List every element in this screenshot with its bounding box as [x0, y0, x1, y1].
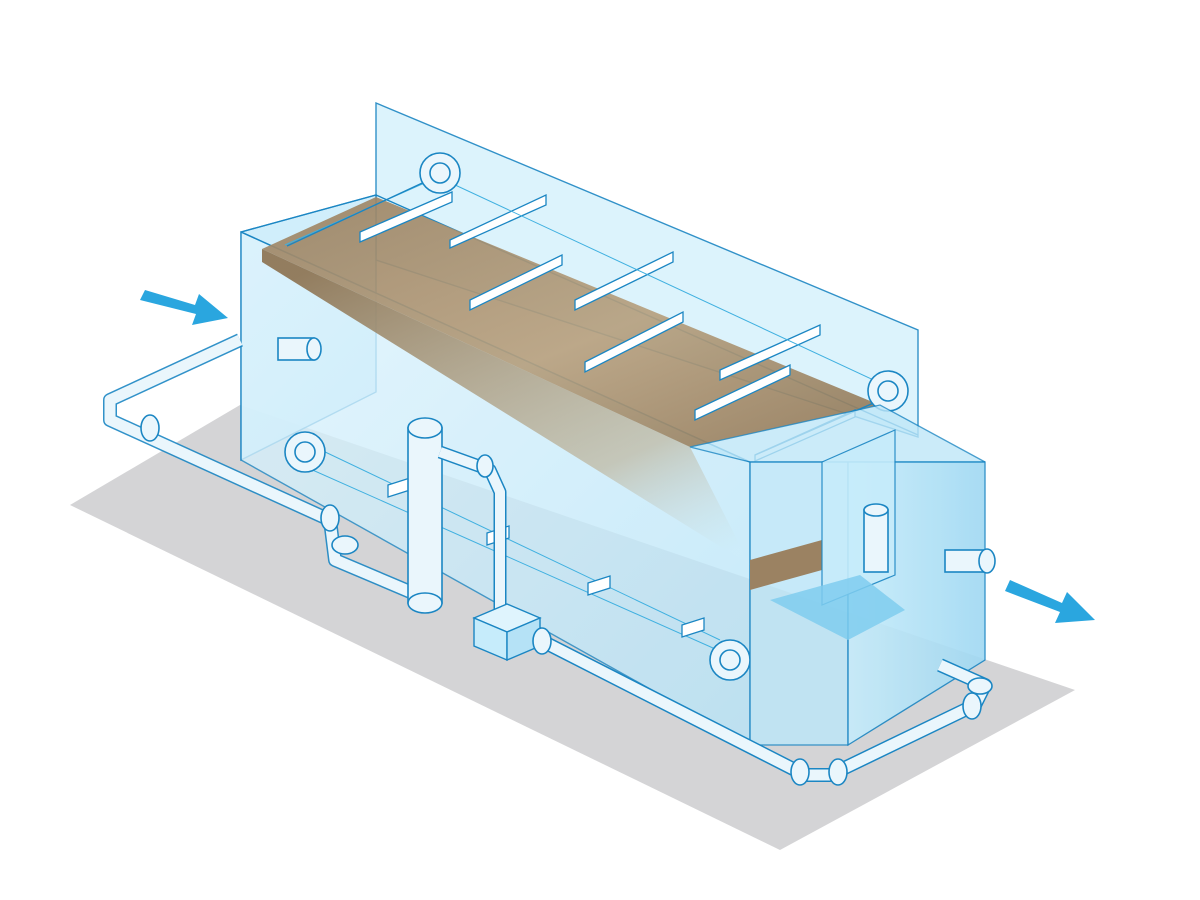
scraper-flight — [574, 250, 674, 312]
inflow-arrow — [140, 290, 228, 325]
outlet-nozzle — [944, 548, 996, 574]
scraper-flight — [694, 363, 791, 422]
sludge-layer-top — [262, 197, 880, 447]
outlet-sump — [770, 575, 905, 640]
scraper-flight — [469, 253, 563, 312]
sludge-wedge — [262, 249, 750, 565]
sludge-hopper — [750, 540, 822, 590]
drive-sprocket — [867, 370, 909, 412]
drive-sprocket — [419, 152, 461, 194]
recycle-pump — [472, 603, 542, 662]
scraper-flight — [359, 191, 453, 243]
air-saturation-vessel — [407, 417, 443, 614]
pipe-flange — [532, 627, 993, 786]
pipe-flange — [140, 414, 359, 555]
pipe-flange — [476, 454, 494, 478]
scraper-flight — [584, 310, 684, 374]
drive-sprocket — [709, 639, 751, 681]
outlet-standpipe — [863, 503, 889, 573]
scraper-flight — [449, 193, 547, 250]
inlet-nozzle — [277, 337, 322, 361]
outflow-arrow — [1005, 580, 1095, 623]
drive-sprocket — [284, 431, 326, 473]
